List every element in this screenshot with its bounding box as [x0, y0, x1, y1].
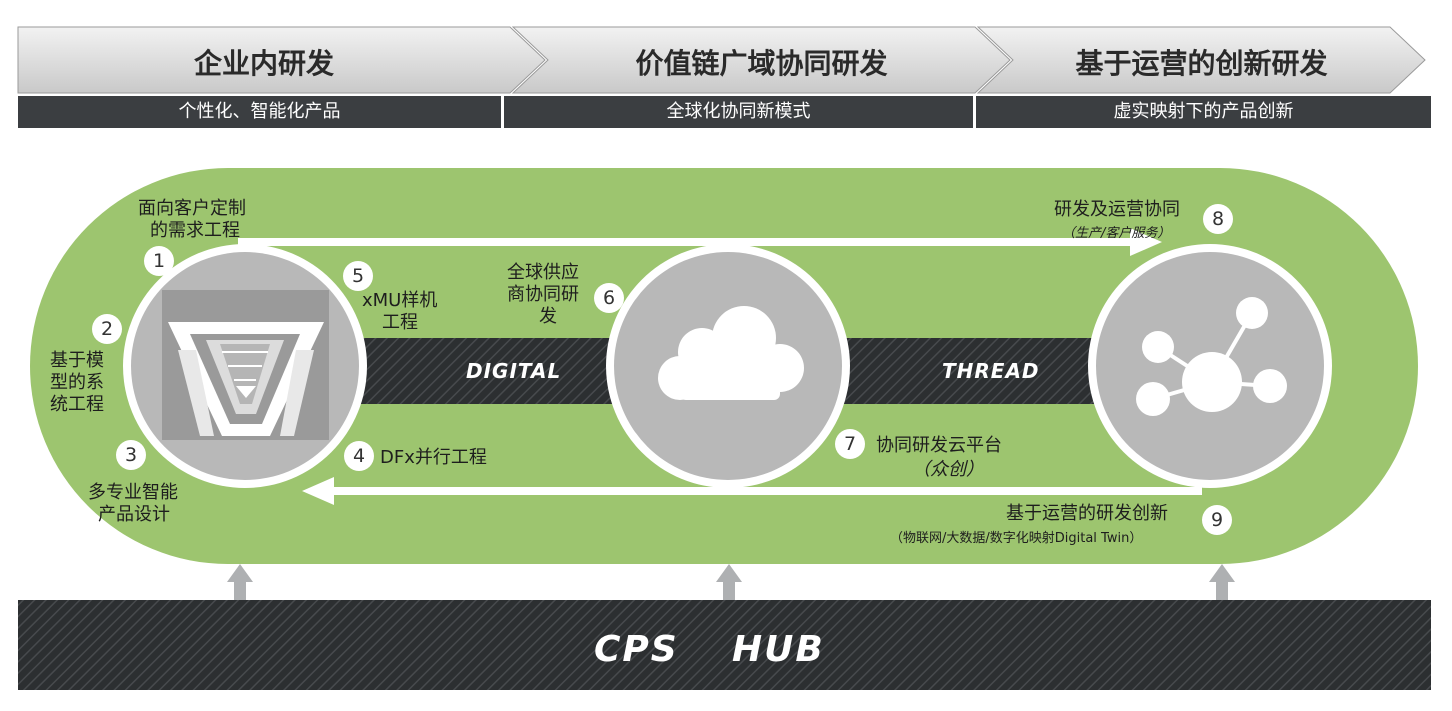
step-6-badge: 6: [594, 283, 624, 313]
step-8-note: （生产/客户服务）: [1062, 226, 1171, 241]
network-nodes-icon: [1136, 297, 1287, 416]
step-9-label: 基于运营的研发创新: [1006, 503, 1168, 524]
step-9-badge: 9: [1202, 505, 1232, 535]
step-5-badge: 5: [343, 261, 373, 291]
stage-header: [17, 26, 1431, 128]
bottom-arrow-shaft: [332, 487, 1202, 495]
step-4-label: DFx并行工程: [380, 447, 487, 468]
bottom-arrow-head: [302, 477, 334, 505]
step-9-note: （物联网/大数据/数字化映射Digital Twin）: [890, 531, 1143, 546]
v-model-icon: [162, 290, 329, 440]
top-arrow-shaft: [238, 238, 1134, 246]
step-4-badge: 4: [344, 441, 374, 471]
cloud-icon: [658, 306, 804, 400]
stage-subbar-1: [18, 96, 501, 128]
step-8-badge: 8: [1203, 204, 1233, 234]
stage-chevron-1: [17, 26, 546, 94]
step-8-label: 研发及运营协同: [1054, 199, 1180, 220]
step-2-badge: 2: [92, 314, 122, 344]
stage-subbar-3: [976, 96, 1431, 128]
step-7-note: （众创）: [912, 459, 984, 480]
thread-label-left: DIGITAL: [466, 359, 562, 383]
step-3-badge: 3: [116, 440, 146, 470]
top-arrow-head: [1130, 228, 1162, 256]
stage-subtitle-1: 个性化、智能化产品: [178, 101, 341, 122]
stage-subtitle-3: 虚实映射下的产品创新: [1113, 101, 1294, 122]
stage-title-1: 企业内研发: [193, 47, 334, 80]
stage-subbar-2: [504, 96, 973, 128]
stage-chevron-2: [511, 26, 1011, 94]
hub-label-right: HUB: [732, 629, 825, 670]
step-3-label: 多专业智能 产品设计: [88, 482, 178, 525]
step-2-label: 基于模 型的系 统工程: [50, 350, 104, 415]
stage-title-2: 价值链广域协同研发: [635, 47, 888, 80]
stage-subtitle-2: 全球化协同新模式: [666, 101, 811, 122]
stage-title-3: 基于运营的创新研发: [1075, 47, 1328, 80]
thread-label-right: THREAD: [942, 359, 1040, 383]
step-5-label: xMU样机 工程: [362, 290, 438, 333]
stage-chevron-3: [976, 26, 1426, 94]
step-6-label: 全球供应 商协同研 发: [507, 262, 579, 327]
cps-hub-bar: [18, 600, 1431, 690]
step-1-badge: 1: [144, 246, 174, 276]
step-7-label: 协同研发云平台: [876, 435, 1002, 456]
step-1-label: 面向客户定制 的需求工程: [138, 198, 246, 241]
hub-label-left: CPS: [594, 629, 679, 670]
step-7-badge: 7: [835, 429, 865, 459]
